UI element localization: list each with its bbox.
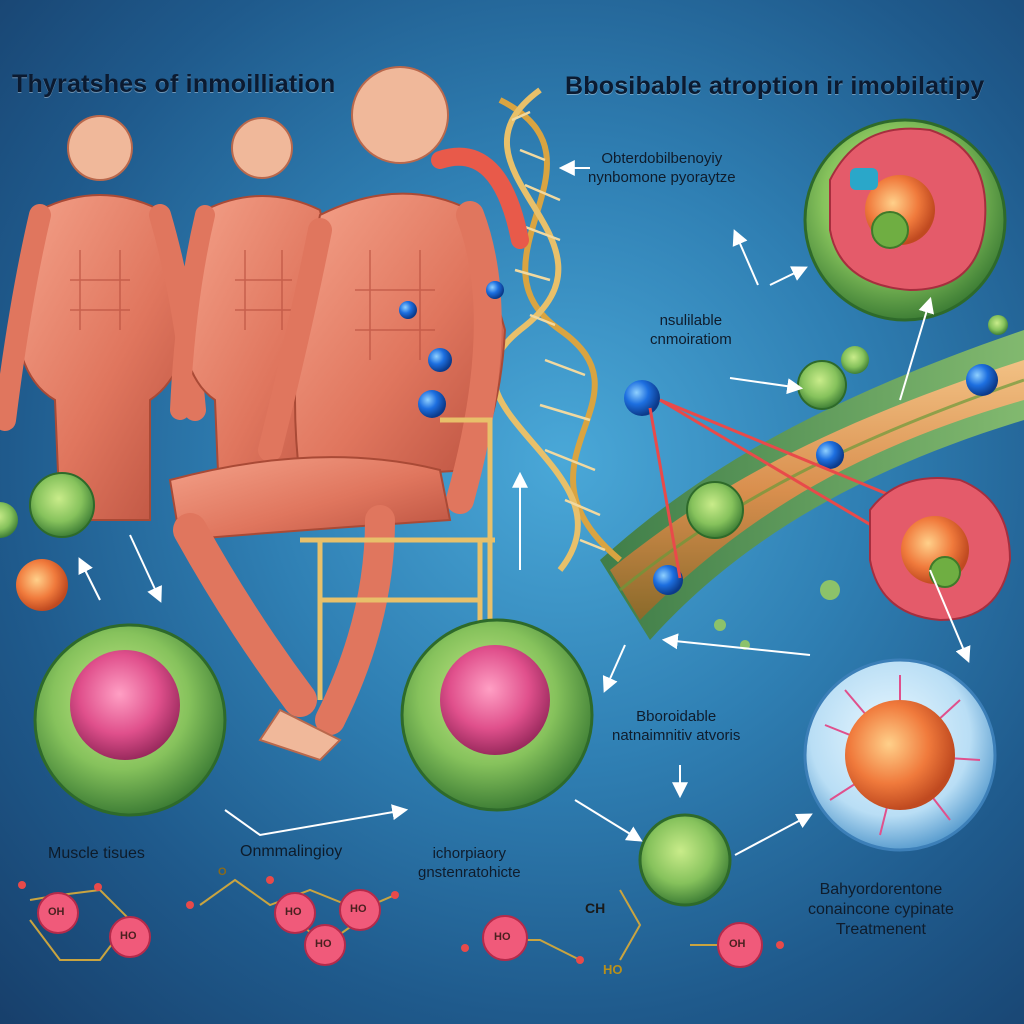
callout-treatment-line3: Treatmenent: [835, 921, 926, 938]
callout-dna-top-line1: Obterdobilbenoyiy: [601, 150, 723, 167]
callout-lower-right-line1: Bboroidable: [636, 708, 717, 725]
molecule-label-2: HO: [120, 930, 137, 942]
cell-right-middle: [869, 477, 1012, 622]
callout-mid-right-line2: cnmoiratiom: [650, 330, 732, 348]
molecule-label-9: HO: [603, 962, 623, 977]
callout-mid-right: nsulilable cnmoiratiom: [650, 312, 732, 350]
molecule-label-10: OH: [729, 938, 746, 950]
molecule-label-1: OH: [48, 906, 65, 918]
molecule-label-6: HO: [315, 938, 332, 950]
tissue-band: [600, 330, 1024, 640]
cell-bottom-center: [400, 618, 594, 812]
molecule-nodes: [18, 876, 784, 968]
treatment-bubble: [803, 658, 997, 852]
callout-treatment: Bahyordorentone conaincone cypinate Trea…: [808, 880, 954, 940]
molecule-label-5: HO: [350, 903, 367, 915]
cell-bottom-middle: [638, 813, 732, 907]
title-right: Bbosibable atroption ir imobilatipy: [565, 72, 985, 100]
label-inflammation: Onmmalingioy: [240, 843, 343, 860]
label-muscle-tissues: Muscle tisues: [48, 845, 145, 862]
blue-markers: [399, 281, 998, 595]
callout-lower-right: Bboroidable natnaimnitiv atvoris: [612, 708, 740, 746]
left-small-cells: [0, 472, 95, 611]
small-green-cells: [686, 315, 1008, 650]
callout-center: ichorpiaory gnstenratohicte: [418, 845, 521, 883]
standing-figure-1: [0, 115, 206, 521]
cell-top-right: [803, 118, 1007, 322]
seated-figure: [168, 66, 529, 762]
callout-dna-top-line2: nynbomone pyoraytze: [588, 168, 736, 186]
molecule-label-3: O: [218, 866, 227, 878]
molecule-label-8: CH: [585, 900, 606, 916]
molecule-label-7: HO: [494, 931, 511, 943]
callout-treatment-line1: Bahyordorentone: [819, 881, 943, 898]
title-left: Thyratshes of inmoilliation: [12, 70, 336, 98]
callout-dna-top: Obterdobilbenoyiy nynbomone pyoraytze: [588, 150, 736, 188]
white-arrows: [78, 160, 971, 856]
callout-mid-right-line1: nsulilable: [659, 312, 723, 329]
callout-treatment-line2: conaincone cypinate: [808, 901, 954, 918]
dna-helix: [490, 87, 622, 572]
callout-center-line2: gnstenratohicte: [418, 863, 521, 881]
cell-bottom-left: [33, 623, 227, 817]
callout-lower-right-line2: natnaimnitiv atvoris: [612, 726, 741, 744]
callout-center-line1: ichorpiaory: [432, 845, 506, 862]
molecule-label-4: HO: [285, 906, 302, 918]
